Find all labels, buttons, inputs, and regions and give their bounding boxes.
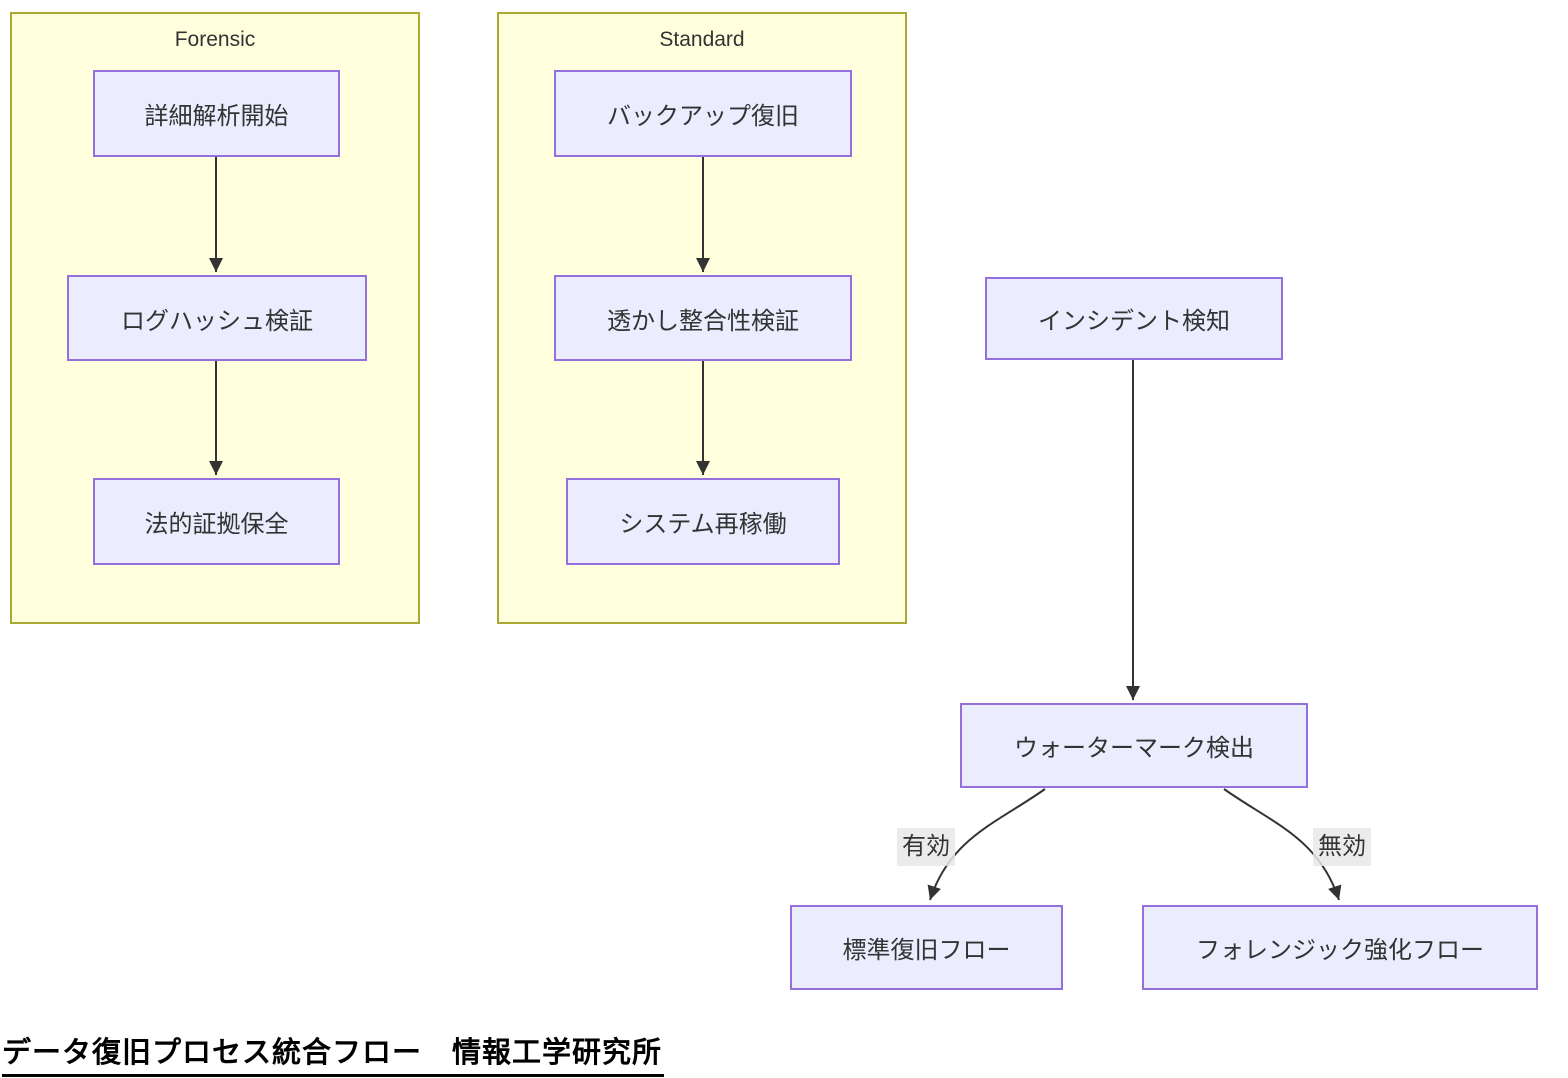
- node-detail-analysis-start-label: 詳細解析開始: [144, 103, 289, 130]
- node-legal-evidence-preserve: 法的証拠保全: [93, 478, 340, 565]
- node-backup-restore-label: バックアップ復旧: [607, 103, 799, 130]
- diagram-title: データ復旧プロセス統合フロー 情報工学研究所: [2, 1029, 665, 1077]
- node-log-hash-verify-label: ログハッシュ検証: [121, 307, 313, 335]
- node-incident-detection-label: インシデント検知: [1038, 308, 1230, 335]
- cluster-forensic-title: Forensic: [174, 28, 256, 51]
- node-standard-recovery-flow-label: 標準復旧フロー: [842, 937, 1011, 964]
- node-watermark-integrity-verify-label: 透かし整合性検証: [607, 307, 799, 335]
- node-system-restart: システム再稼働: [566, 478, 840, 565]
- node-watermark-detection-label: ウォーターマーク検出: [1014, 735, 1254, 762]
- node-backup-restore: バックアップ復旧: [554, 70, 852, 157]
- node-incident-detection: インシデント検知: [985, 277, 1283, 360]
- node-detail-analysis-start: 詳細解析開始: [93, 70, 340, 157]
- node-forensic-enhanced-flow-label: フォレンジック強化フロー: [1196, 937, 1484, 964]
- node-forensic-enhanced-flow: フォレンジック強化フロー: [1142, 905, 1538, 990]
- node-watermark-detection: ウォーターマーク検出: [960, 703, 1308, 788]
- node-watermark-integrity-verify: 透かし整合性検証: [554, 275, 852, 361]
- edge-label-valid: 有効: [897, 828, 955, 866]
- cluster-standard-title: Standard: [659, 28, 745, 51]
- node-log-hash-verify: ログハッシュ検証: [67, 275, 367, 361]
- node-legal-evidence-preserve-label: 法的証拠保全: [144, 511, 289, 538]
- edge-label-invalid: 無効: [1313, 828, 1371, 866]
- node-system-restart-label: システム再稼働: [619, 511, 787, 538]
- node-standard-recovery-flow: 標準復旧フロー: [790, 905, 1063, 990]
